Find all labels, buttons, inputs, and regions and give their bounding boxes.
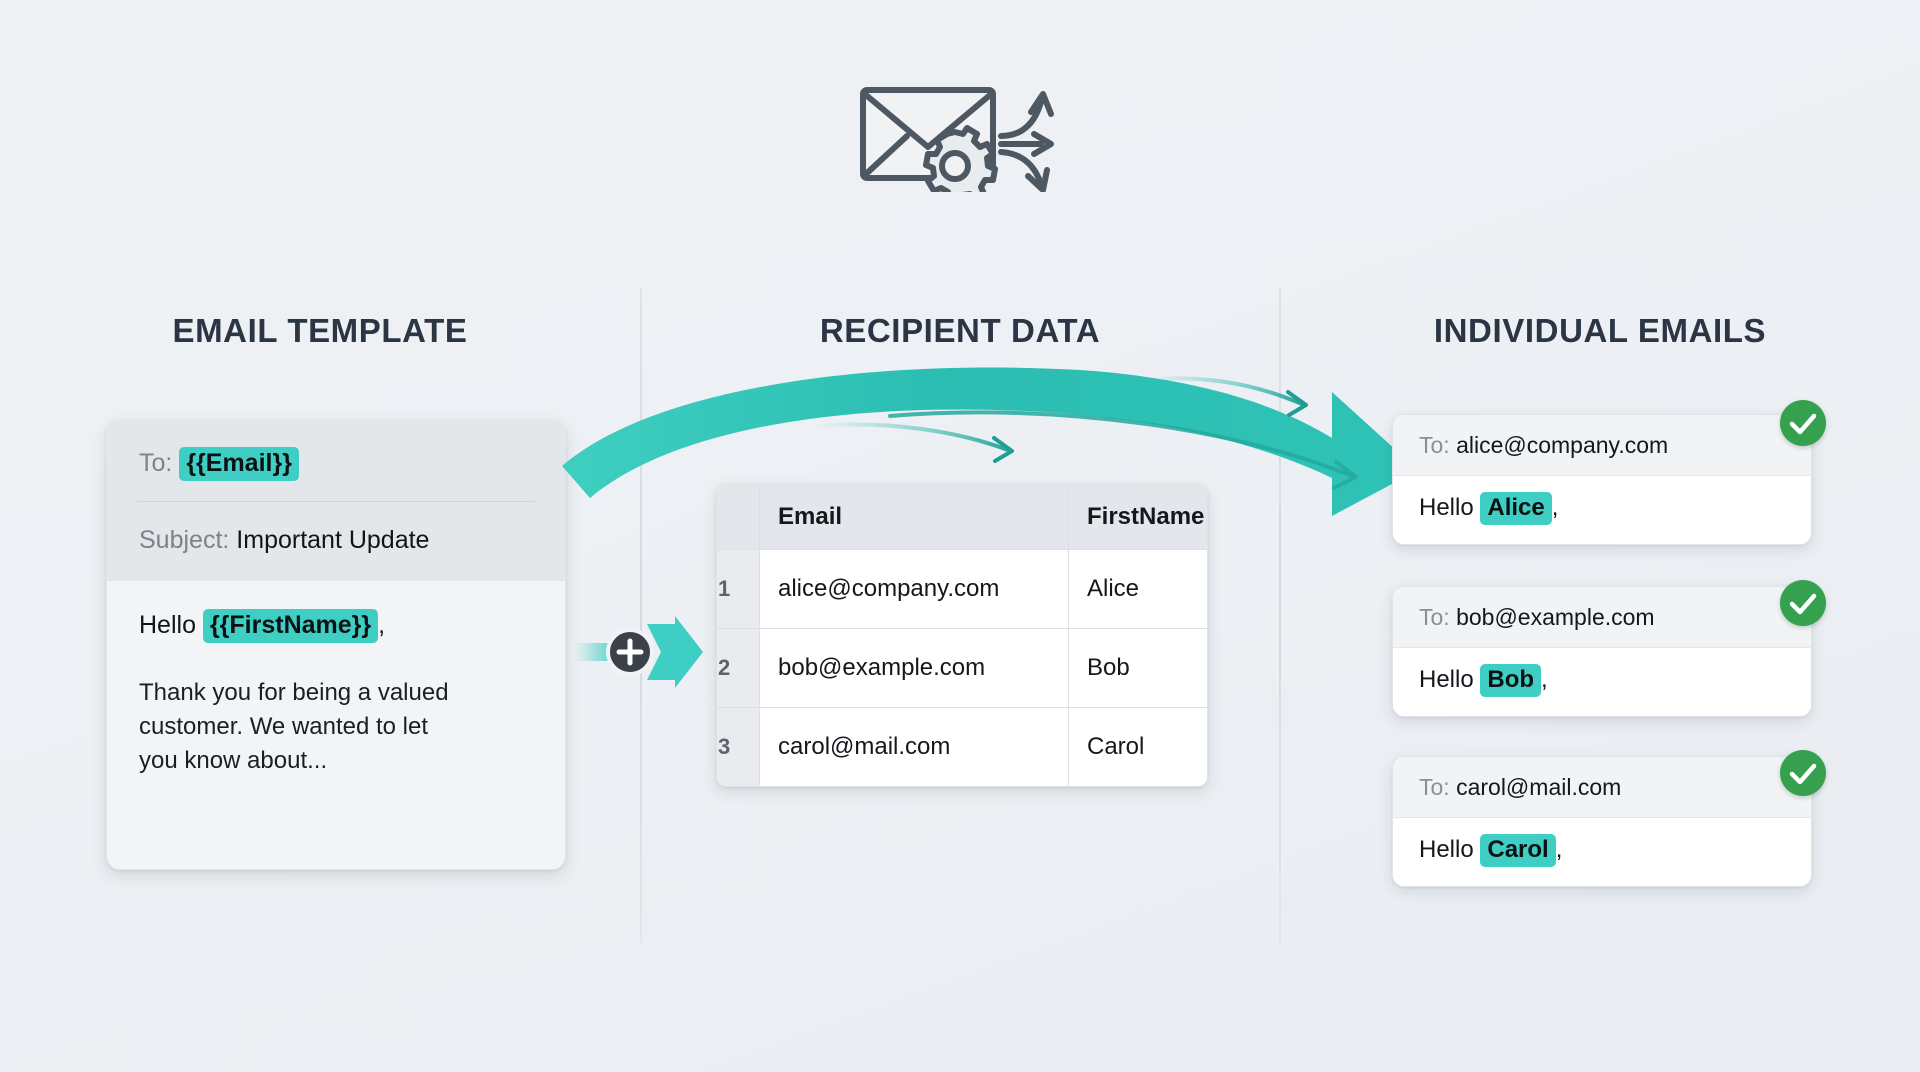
table-header-email[interactable]: Email (759, 485, 1069, 550)
table-row[interactable]: 1 alice@company.com Alice (717, 549, 1207, 629)
email-greeting-prefix: Hello (1419, 494, 1474, 521)
email-to-label: To: (1419, 432, 1450, 458)
individual-email-card[interactable]: To: bob@example.com Hello Bob, (1392, 586, 1812, 717)
row-number: 2 (717, 628, 760, 708)
template-subject-row: Subject: Important Update (107, 522, 565, 558)
email-recipient-name: Carol (1480, 834, 1556, 867)
merge-connector (575, 612, 710, 692)
email-to-value: carol@mail.com (1456, 774, 1622, 800)
check-circle-icon (1780, 400, 1826, 446)
email-card-body: Hello Bob, (1393, 648, 1811, 716)
email-card-header: To: alice@company.com (1393, 415, 1811, 476)
table-gutter-header (717, 485, 760, 550)
template-card-body: Hello {{FirstName}}, Thank you for being… (107, 580, 565, 778)
accent-arrow-lower (814, 422, 1014, 463)
email-card-header: To: bob@example.com (1393, 587, 1811, 648)
template-subject-value: Important Update (236, 526, 430, 555)
cell-firstname[interactable]: Alice (1068, 549, 1207, 629)
email-greeting-suffix: , (1551, 494, 1559, 521)
column-title-recipient-data: RECIPIENT DATA (819, 312, 1101, 349)
template-subject-label: Subject: (139, 526, 230, 555)
accent-arrow-inner (888, 410, 1358, 490)
individual-email-card[interactable]: To: alice@company.com Hello Alice, (1392, 414, 1812, 545)
email-greeting-suffix: , (1541, 666, 1548, 693)
column-title-individual-emails: INDIVIDUAL EMAILS (1433, 312, 1767, 349)
template-body-paragraph: Thank you for being a valued customer. W… (139, 678, 449, 774)
template-greeting-prefix: Hello (139, 610, 196, 639)
cell-firstname[interactable]: Bob (1068, 628, 1207, 708)
table-row[interactable]: 2 bob@example.com Bob (717, 628, 1207, 708)
email-to-value: bob@example.com (1456, 604, 1655, 630)
email-template-card[interactable]: To: {{Email}} Subject: Important Update … (106, 420, 566, 870)
template-to-label: To: (139, 449, 173, 477)
email-to-label: To: (1419, 604, 1450, 630)
table-header-row: Email FirstName (717, 485, 1207, 550)
email-greeting-suffix: , (1555, 836, 1563, 863)
individual-email-card[interactable]: To: carol@mail.com Hello Carol, (1392, 756, 1812, 887)
email-to-value: alice@company.com (1456, 432, 1669, 458)
cell-email[interactable]: bob@example.com (759, 628, 1069, 708)
email-greeting-prefix: Hello (1419, 666, 1474, 693)
email-greeting-prefix: Hello (1419, 836, 1474, 863)
table-header-firstname[interactable]: FirstName (1068, 485, 1207, 550)
recipient-data-table[interactable]: Email FirstName 1 alice@company.com Alic… (716, 484, 1208, 787)
template-greeting-suffix: , (378, 610, 386, 639)
cell-email[interactable]: alice@company.com (759, 549, 1069, 629)
row-number: 1 (717, 549, 760, 629)
merge-tag-email: {{Email}} (179, 447, 299, 481)
template-greeting: Hello {{FirstName}}, (139, 608, 533, 643)
column-divider-left (640, 288, 642, 943)
table-row[interactable]: 3 carol@mail.com Carol (717, 707, 1207, 786)
check-circle-icon (1780, 750, 1826, 796)
template-card-header: To: {{Email}} Subject: Important Update (107, 421, 565, 581)
email-card-header: To: carol@mail.com (1393, 757, 1811, 818)
cell-firstname[interactable]: Carol (1068, 707, 1207, 786)
column-title-email-template: EMAIL TEMPLATE (172, 312, 468, 349)
template-header-divider (137, 501, 535, 503)
email-to-label: To: (1419, 774, 1450, 800)
envelope-gear-arrows-icon (855, 62, 1065, 205)
email-recipient-name: Bob (1480, 664, 1542, 697)
template-to-row: To: {{Email}} (107, 445, 565, 481)
cell-email[interactable]: carol@mail.com (759, 707, 1069, 786)
merge-tag-firstname: {{FirstName}} (202, 608, 379, 643)
check-circle-icon (1780, 580, 1826, 626)
column-divider-right (1279, 288, 1281, 943)
email-card-body: Hello Carol, (1393, 818, 1811, 886)
email-card-body: Hello Alice, (1393, 476, 1811, 544)
accent-arrow-upper (1144, 376, 1308, 417)
row-number: 3 (717, 707, 760, 786)
email-recipient-name: Alice (1480, 492, 1552, 525)
